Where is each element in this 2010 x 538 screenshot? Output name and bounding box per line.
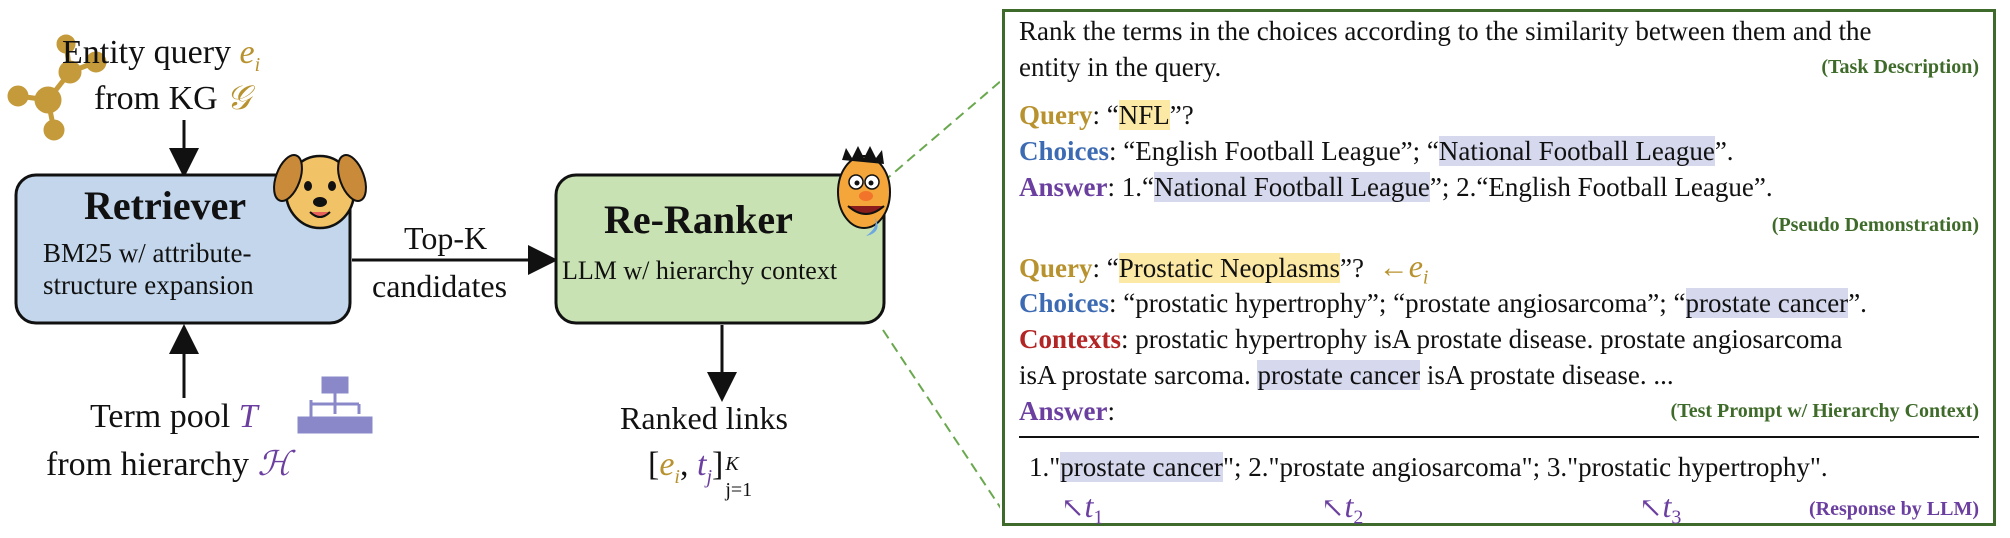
term-var: T bbox=[238, 398, 258, 435]
zoom-line-top bbox=[882, 80, 1000, 183]
reranker-box bbox=[554, 173, 886, 325]
t3-label: ↖t3 bbox=[1639, 488, 1682, 529]
zoom-line-bottom bbox=[882, 329, 1000, 509]
t2-label: ↖t2 bbox=[1321, 488, 1364, 529]
topk-label-line2: candidates bbox=[372, 268, 508, 304]
reranker-title: Re-Ranker bbox=[604, 197, 793, 242]
kg-symbol: 𝒢 bbox=[226, 80, 251, 117]
from-kg-label: from KG 𝒢 bbox=[94, 80, 251, 117]
retriever-desc-line2: structure expansion bbox=[43, 270, 254, 300]
term-pool-label: Term pool T bbox=[90, 398, 258, 435]
task-desc-tag: (Task Description) bbox=[1821, 56, 1979, 78]
entity-var: e bbox=[239, 34, 255, 71]
test-choices-line: Choices: “prostatic hypertrophy”; “prost… bbox=[1019, 288, 1867, 318]
divider bbox=[1019, 436, 1979, 438]
t1-label: ↖t1 bbox=[1061, 488, 1104, 529]
test-contexts-line2: isA prostate sarcoma. prostate cancer is… bbox=[1019, 360, 1674, 390]
from-hierarchy-label: from hierarchy ℋ bbox=[46, 446, 292, 483]
hierarchy-symbol: ℋ bbox=[257, 446, 292, 483]
retriever-box bbox=[14, 173, 352, 325]
test-answer-line: Answer: bbox=[1019, 396, 1116, 426]
dog-face-icon bbox=[273, 154, 367, 230]
task-desc-line1: Rank the terms in the choices according … bbox=[1019, 16, 1872, 46]
response-tag: (Response by LLM) bbox=[1808, 498, 1979, 520]
topk-label-line1: Top-K bbox=[404, 220, 488, 256]
ranked-links-label: Ranked links bbox=[620, 400, 788, 436]
response-line: 1."prostate cancer"; 2."prostate angiosa… bbox=[1029, 452, 1828, 482]
demo-tag: (Pseudo Demonstration) bbox=[1771, 214, 1979, 236]
demo-choices-line: Choices: “English Football League”; “Nat… bbox=[1019, 136, 1734, 166]
hierarchy-tree-icon bbox=[297, 376, 373, 434]
prompt-panel: Rank the terms in the choices according … bbox=[1002, 9, 1996, 529]
test-contexts-line1: Contexts: prostatic hypertrophy isA pros… bbox=[1019, 324, 1843, 354]
demo-query-line: Query: “NFL”? bbox=[1019, 100, 1194, 130]
muppet-face-icon bbox=[837, 146, 891, 236]
test-query-line: Query: “Prostatic Neoplasms”? ←ei bbox=[1019, 248, 1429, 289]
demo-answer-line: Answer: 1.“National Football League”; 2.… bbox=[1019, 172, 1773, 202]
task-desc-line2: entity in the query. bbox=[1019, 52, 1222, 82]
query-arrow: ← bbox=[1378, 251, 1409, 284]
reranker-desc: LLM w/ hierarchy context bbox=[562, 256, 838, 285]
retriever-desc-line1: BM25 w/ attribute- bbox=[43, 238, 252, 268]
entity-query-label: Entity query ei bbox=[62, 34, 261, 76]
diagram-connectors bbox=[7, 34, 1000, 509]
test-tag: (Test Prompt w/ Hierarchy Context) bbox=[1670, 400, 1979, 422]
retriever-title: Retriever bbox=[84, 183, 247, 228]
knowledge-graph-icon bbox=[7, 34, 107, 141]
